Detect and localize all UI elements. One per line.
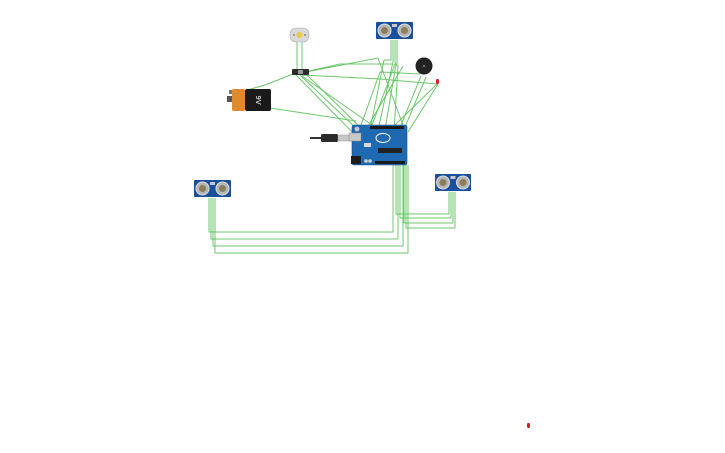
sensor-transducer-mesh [381,27,388,34]
motor-screw [293,34,295,36]
wire[interactable] [384,40,397,131]
sensor-transducer-mesh [459,179,467,186]
led-body [436,79,439,84]
sensor-transducer-mesh [219,185,226,192]
battery-terminal [227,96,232,102]
arduino-power-jack [351,156,361,164]
wire[interactable] [301,74,438,85]
wire[interactable] [210,165,399,240]
wire[interactable] [212,165,404,247]
wire[interactable] [269,107,357,122]
wire[interactable] [305,57,404,126]
battery-9v-icon[interactable]: 9V [227,89,271,111]
battery-body [245,89,271,111]
led-body [527,423,530,428]
analog-header [375,161,405,164]
wire[interactable] [299,74,359,131]
wire[interactable] [208,165,394,233]
wire[interactable] [377,40,394,131]
switch-knob [298,70,303,74]
sensor-crystal [210,182,215,185]
ultrasonic-sensor-top[interactable] [376,22,413,39]
arduino-usb-port [348,132,362,142]
wire[interactable] [403,165,454,224]
digital-header [370,126,404,129]
wire[interactable] [404,76,427,128]
wire[interactable] [305,73,364,131]
slide-switch-icon[interactable] [292,69,309,75]
battery-terminal [229,90,232,94]
ultrasonic-sensor-right[interactable] [435,174,471,191]
motor-screw [304,34,306,36]
sensor-transducer-mesh [439,179,447,186]
sensor-crystal [392,24,397,27]
usb-cable-icon[interactable] [310,134,352,142]
arduino-logo [375,133,391,143]
battery-orange-band [232,89,245,111]
wire[interactable] [407,83,439,133]
capacitor [368,159,372,163]
capacitor [364,159,368,163]
buzzer-hole [422,64,426,68]
arduino-pcb [351,124,408,166]
wire[interactable] [304,63,392,73]
sensor-transducer-mesh [199,185,206,192]
wire[interactable] [359,71,421,129]
usb-plug-body [321,134,338,142]
wire[interactable] [369,40,392,131]
wire[interactable] [399,165,452,219]
piezo-buzzer-icon[interactable] [415,57,433,75]
motor-shaft [296,32,303,38]
wire[interactable] [395,165,450,215]
red-led-icon[interactable] [527,423,530,428]
atmega-chip [378,148,402,153]
wire[interactable] [391,40,399,166]
ultrasonic-sensor-left[interactable] [194,180,231,197]
reset-button[interactable] [354,126,360,132]
wire[interactable] [405,165,456,229]
sensor-crystal [450,176,456,179]
wire[interactable] [214,165,409,254]
red-led-icon[interactable] [436,79,439,84]
arduino-uno-board[interactable] [348,124,408,166]
wire[interactable] [398,75,422,131]
sensor-transducer-mesh [401,27,408,34]
dc-motor-icon[interactable] [289,27,310,43]
battery-label: 9V [254,95,262,104]
crystal-oscillator [364,143,371,147]
